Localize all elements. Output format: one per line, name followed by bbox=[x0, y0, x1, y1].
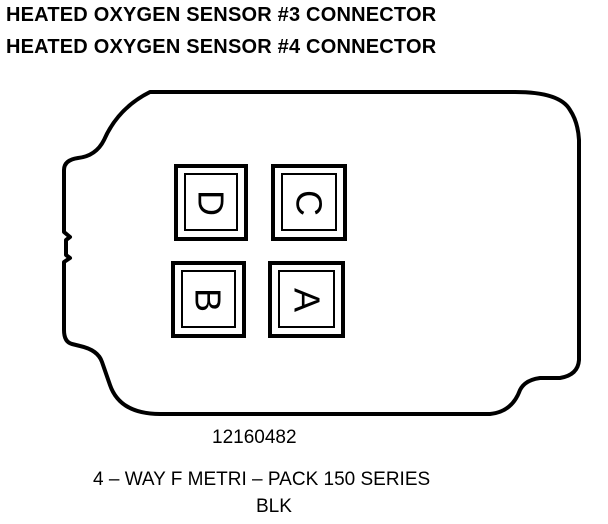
connector-series-label: 4 – WAY F METRI – PACK 150 SERIES bbox=[93, 469, 431, 490]
pin-d-label: D bbox=[191, 190, 232, 216]
pin-b: B bbox=[171, 261, 246, 338]
pin-d: D bbox=[174, 164, 248, 241]
pin-c: C bbox=[271, 164, 347, 241]
part-number: 12160482 bbox=[212, 427, 297, 448]
pin-a: A bbox=[268, 261, 345, 338]
connector-title-line-2: HEATED OXYGEN SENSOR #4 CONNECTOR bbox=[6, 36, 437, 58]
connector-color-label: BLK bbox=[256, 496, 292, 517]
pin-c-label: C bbox=[289, 190, 330, 216]
pin-a-label: A bbox=[287, 288, 328, 312]
connector-body bbox=[62, 90, 581, 416]
connector-title-line-1: HEATED OXYGEN SENSOR #3 CONNECTOR bbox=[6, 4, 437, 26]
pin-b-label: B bbox=[188, 288, 229, 312]
